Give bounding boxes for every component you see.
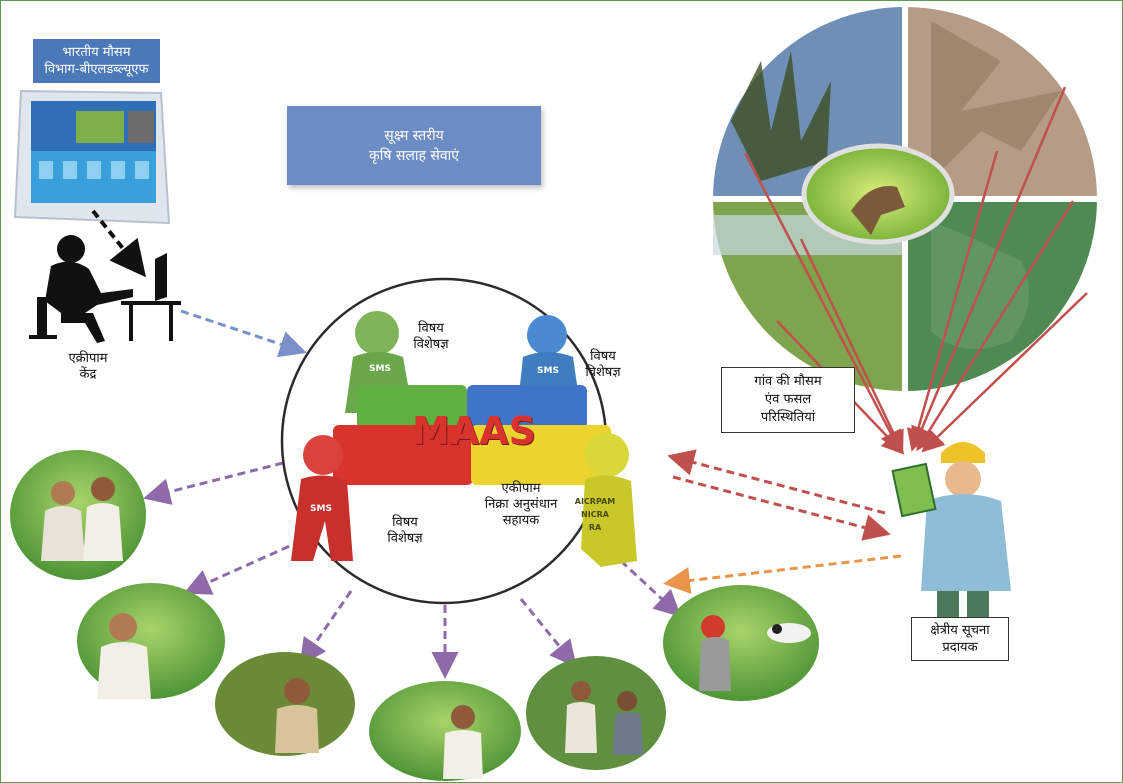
research-assistant-label: एकीपाम निक्रा अनुसंधान सहायक (471, 481, 571, 529)
farmer-photo-6 (663, 585, 819, 701)
village-conditions-box: गांव की मौसम एंव फसल परिस्थितियां (721, 367, 855, 433)
imd-computer-screen-icon (13, 89, 171, 225)
subject-expert-label-3: विषय विशेषज्ञ (375, 515, 435, 547)
arrow-to-farmer-6 (619, 559, 682, 618)
aicrpam-badge-line2: NICRA (581, 510, 609, 519)
subject-expert-label-1: विषय विशेषज्ञ (401, 321, 461, 353)
farmer-photo-5 (526, 656, 666, 770)
arrow-to-farmer-5 (519, 598, 577, 668)
sms-label-green: SMS (369, 364, 391, 374)
assistant-figure-yellow-icon (581, 433, 637, 567)
person-at-computer-icon (29, 235, 181, 343)
aicrpam-centre-line2: केंद्र (79, 367, 97, 382)
imd-label-line2: विभाग-बीएलडब्ल्यूएफ (44, 62, 149, 77)
subject-expert-1-line1: विषय (418, 321, 444, 336)
subject-expert-3-line1: विषय (392, 515, 418, 530)
sms-label-red: SMS (310, 504, 332, 514)
sms-label-blue: SMS (537, 366, 559, 376)
aicrpam-centre-label: एक्रीपाम केंद्र (53, 351, 123, 383)
arrow-maas-to-agent (672, 475, 891, 541)
village-conditions-line2: एंव फसल (764, 392, 812, 407)
village-conditions-line1: गांव की मौसम (754, 374, 822, 389)
field-provider-line1: क्षेत्रीय सूचना (930, 623, 990, 638)
farmer-photo-3 (215, 652, 355, 756)
crop-conditions-collage (713, 7, 1097, 391)
arrow-to-farmer-1 (143, 461, 284, 505)
title-box: सूक्ष्म स्तरीय कृषि सलाह सेवाएं (287, 106, 541, 185)
arrow-to-farmer-3 (299, 590, 353, 666)
subject-expert-label-2: विषय विशेषज्ञ (573, 349, 633, 381)
aicrpam-badge: AICRPAM NICRA RA (567, 495, 623, 534)
arrow-centre-to-maas (180, 309, 307, 358)
title-line2: कृषि सलाह सेवाएं (368, 147, 459, 164)
subject-expert-2-line2: विशेषज्ञ (585, 365, 621, 380)
puzzle-pieces (333, 385, 611, 485)
farmer-photo-4 (369, 681, 521, 781)
farmer-photo-1 (10, 450, 146, 580)
field-provider-box: क्षेत्रीय सूचना प्रदायक (911, 617, 1009, 661)
research-assistant-line2: निक्रा अनुसंधान (484, 497, 558, 512)
arrow-agent-to-maas (667, 449, 886, 515)
aicrpam-badge-line1: AICRPAM (574, 497, 616, 506)
maas-text: MAAS (411, 409, 536, 453)
title-line1: सूक्ष्म स्तरीय (384, 127, 444, 144)
aicrpam-badge-line3: RA (588, 523, 602, 532)
arrow-to-farmer-2 (183, 539, 302, 595)
observation-arrows (743, 86, 1088, 455)
imd-label-box: भारतीय मौसम विभाग-बीएलडब्ल्यूएफ (33, 39, 160, 83)
subject-expert-3-line2: विशेषज्ञ (387, 531, 423, 546)
subject-expert-1-line2: विशेषज्ञ (413, 337, 449, 352)
field-provider-line2: प्रदायक (942, 640, 978, 655)
aicrpam-centre-line1: एक्रीपाम (68, 351, 108, 366)
subject-expert-2-line1: विषय (590, 349, 616, 364)
research-assistant-line3: सहायक (502, 513, 540, 528)
farmer-photo-2 (77, 583, 225, 699)
arrow-agent-to-farmer (663, 554, 902, 594)
research-assistant-line1: एकीपाम (501, 481, 541, 496)
sms-figure-red-icon (291, 435, 353, 561)
imd-label-line1: भारतीय मौसम (62, 45, 131, 60)
village-conditions-line3: परिस्थितियां (760, 410, 816, 425)
